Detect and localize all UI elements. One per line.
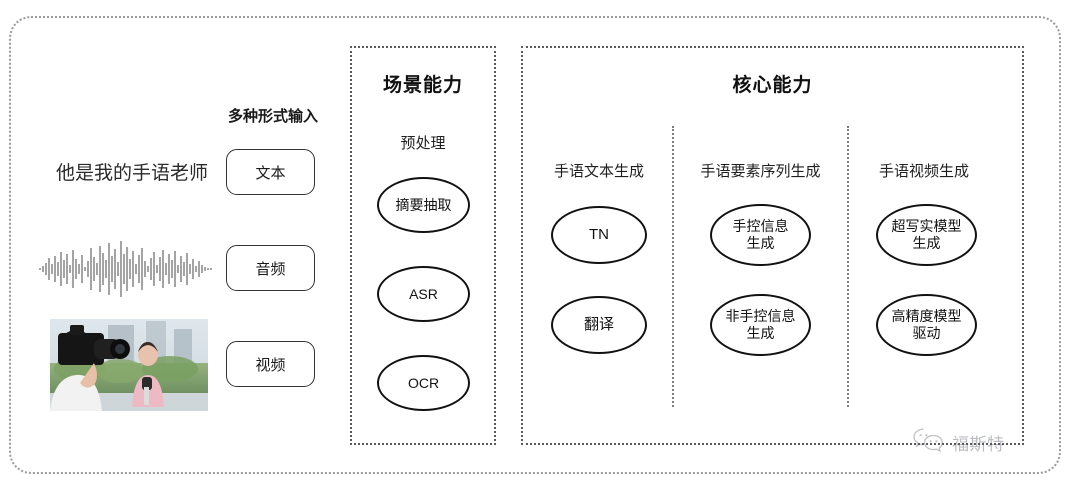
core-column-divider-2 [847, 126, 849, 407]
core-node-translation[interactable]: 翻译 [551, 296, 647, 354]
watermark: 福斯特 [912, 427, 1005, 458]
core-column-heading-element-sequence: 手语要素序列生成 [700, 163, 821, 180]
core-node-non-manual-info[interactable]: 非手控信息 生成 [710, 294, 811, 356]
core-column-heading-video-generation: 手语视频生成 [878, 163, 969, 180]
watermark-label: 福斯特 [952, 435, 1005, 454]
core-capability-panel [521, 46, 1024, 445]
video-thumbnail-icon [50, 319, 208, 411]
sample-input-text: 他是我的手语老师 [55, 163, 208, 184]
scene-capability-panel [350, 46, 496, 445]
core-node-high-precision-model[interactable]: 高精度模型 驱动 [876, 294, 977, 356]
core-node-manual-info[interactable]: 手控信息 生成 [710, 204, 811, 266]
outer-frame [9, 16, 1061, 474]
scene-node-ocr[interactable]: OCR [377, 355, 470, 411]
core-node-hyperreal-model[interactable]: 超写实模型 生成 [876, 204, 977, 266]
modality-pill-audio[interactable]: 音频 [226, 245, 315, 291]
core-node-tn[interactable]: TN [551, 206, 647, 264]
modality-pill-text[interactable]: 文本 [226, 149, 315, 195]
wechat-icon [912, 427, 946, 458]
scene-panel-subtitle: 预处理 [400, 135, 446, 152]
scene-panel-title: 场景能力 [382, 75, 463, 96]
waveform-icon [38, 238, 214, 300]
input-section-heading: 多种形式输入 [227, 108, 318, 125]
core-column-divider-1 [672, 126, 674, 407]
core-column-heading-text-generation: 手语文本生成 [553, 163, 644, 180]
scene-node-summary[interactable]: 摘要抽取 [377, 177, 470, 233]
scene-node-asr[interactable]: ASR [377, 266, 470, 322]
core-panel-title: 核心能力 [732, 75, 813, 96]
modality-pill-video[interactable]: 视频 [226, 341, 315, 387]
